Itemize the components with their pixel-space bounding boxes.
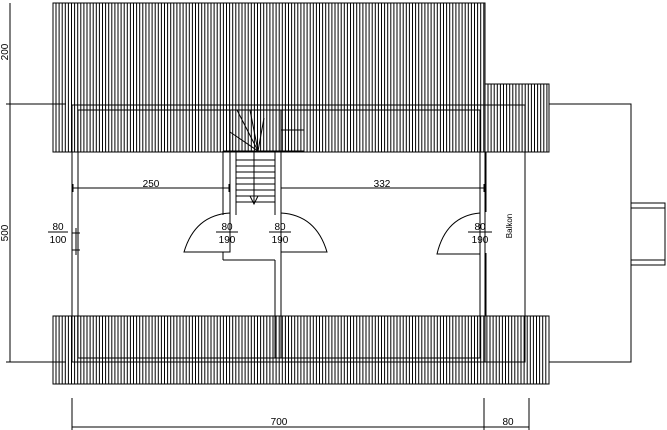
roof-bottom-outline bbox=[53, 316, 549, 384]
dim-width-total: 700 bbox=[271, 417, 288, 428]
dim-room-left: 250 bbox=[143, 179, 160, 190]
door-middle-height: 190 bbox=[272, 235, 289, 246]
dimension-lines bbox=[6, 3, 529, 430]
window-left-width: 80 bbox=[52, 222, 64, 233]
dim-room-right: 332 bbox=[374, 179, 391, 190]
side-box bbox=[631, 203, 665, 265]
door-swing-left bbox=[184, 213, 230, 252]
roof-top-outline bbox=[53, 3, 485, 152]
door-right-width: 80 bbox=[474, 222, 486, 233]
roof-bottom-hatching bbox=[56, 316, 546, 384]
door-swing-middle bbox=[281, 213, 327, 252]
dim-height-body: 500 bbox=[0, 224, 11, 241]
door-swings bbox=[184, 213, 480, 254]
window-left-height: 100 bbox=[50, 235, 67, 246]
stair-steps bbox=[236, 160, 275, 202]
dim-height-roof: 200 bbox=[0, 43, 11, 60]
door-middle-width: 80 bbox=[274, 222, 286, 233]
door-right-height: 190 bbox=[472, 235, 489, 246]
door-left-height: 190 bbox=[219, 235, 236, 246]
balcony-label: Balkon bbox=[505, 214, 514, 238]
terrace-outline bbox=[549, 104, 631, 362]
dim-width-balcony: 80 bbox=[502, 417, 514, 428]
balcony-outline bbox=[485, 105, 525, 362]
door-swing-right bbox=[437, 213, 480, 254]
roof-top-hatching bbox=[56, 3, 484, 152]
outline-walls bbox=[53, 3, 665, 384]
roof-side-hatching bbox=[488, 84, 547, 152]
door-left-width: 80 bbox=[221, 222, 233, 233]
